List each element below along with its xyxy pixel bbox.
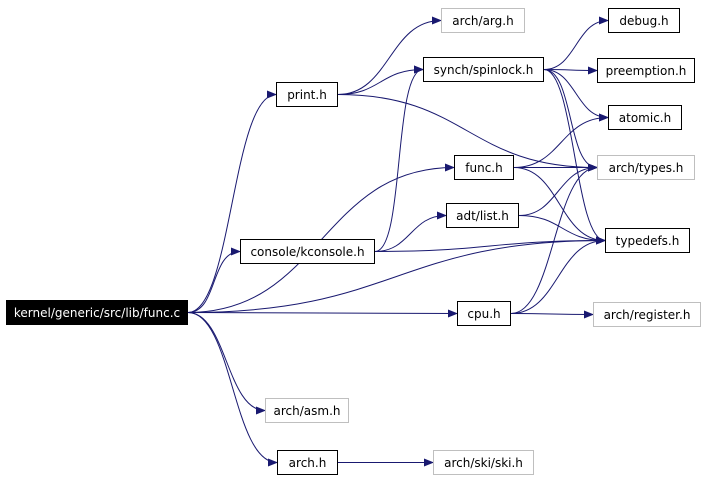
edge-spinlock-to-preemption xyxy=(543,66,598,75)
node-arch-arg-h: arch/arg.h xyxy=(441,8,525,33)
edge-func-to-atomic xyxy=(513,113,609,168)
edge-spinlock-to-typedefs xyxy=(543,69,606,245)
node-func-h[interactable]: func.h xyxy=(454,155,514,180)
edge-kconsole-to-spinlock xyxy=(374,65,424,252)
edge-cpu-to-arch_register xyxy=(510,310,594,319)
edge-func-to-typedefs xyxy=(513,167,606,245)
node-func-c: kernel/generic/src/lib/func.c xyxy=(6,300,188,325)
edge-spinlock-to-debug xyxy=(543,16,609,70)
edge-adt_list-to-arch_types xyxy=(518,163,598,216)
edge-root-to-arch xyxy=(187,312,278,467)
node-arch-types-h: arch/types.h xyxy=(597,155,695,180)
edge-root-to-typedefs xyxy=(187,236,606,313)
node-arch-asm-h: arch/asm.h xyxy=(265,398,349,423)
edge-root-to-arch_asm xyxy=(187,312,266,415)
node-preemption-h[interactable]: preemption.h xyxy=(597,58,695,83)
edge-root-to-kconsole xyxy=(187,247,241,313)
node-arch-h[interactable]: arch.h xyxy=(277,450,338,475)
node-adt-list-h[interactable]: adt/list.h xyxy=(446,203,519,228)
edge-spinlock-to-arch_types xyxy=(543,69,598,172)
edge-cpu-to-arch_types xyxy=(510,163,598,314)
edge-adt_list-to-typedefs xyxy=(518,215,606,245)
node-typedefs-h[interactable]: typedefs.h xyxy=(605,228,690,253)
edge-print-to-spinlock xyxy=(337,65,424,95)
edge-kconsole-to-typedefs xyxy=(374,236,606,252)
edge-root-to-print xyxy=(187,90,277,313)
node-arch-register-h: arch/register.h xyxy=(593,302,701,327)
edge-print-to-arch_arg xyxy=(337,16,442,95)
node-console-kconsole-h[interactable]: console/kconsole.h xyxy=(240,239,375,264)
edge-cpu-to-typedefs xyxy=(510,236,606,314)
node-arch-ski-ski-h: arch/ski/ski.h xyxy=(433,450,534,475)
node-atomic-h[interactable]: atomic.h xyxy=(608,105,682,130)
edge-root-to-cpu xyxy=(187,309,458,318)
node-synch-spinlock-h[interactable]: synch/spinlock.h xyxy=(423,57,544,82)
edge-spinlock-to-atomic xyxy=(543,69,609,122)
node-print-h[interactable]: print.h xyxy=(276,82,338,107)
edge-print-to-arch_types xyxy=(337,94,598,172)
node-cpu-h[interactable]: cpu.h xyxy=(457,301,511,326)
node-debug-h[interactable]: debug.h xyxy=(608,8,680,33)
edge-kconsole-to-adt_list xyxy=(374,211,447,252)
